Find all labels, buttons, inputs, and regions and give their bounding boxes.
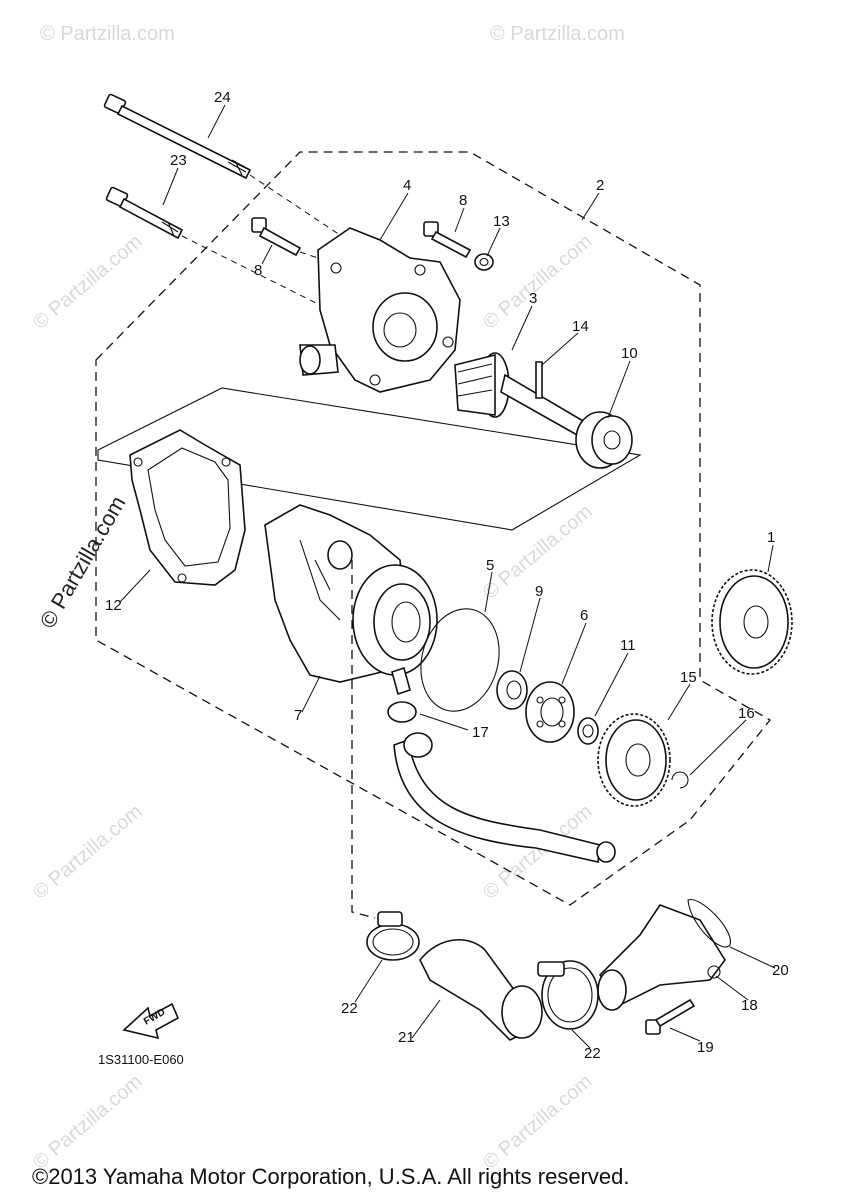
callouts: 24 23 4 8 13 2 8 3 14 10 1 5 9 12 6 11 1… xyxy=(105,89,789,1062)
callout-17: 17 xyxy=(472,724,489,741)
callout-9: 9 xyxy=(535,583,543,600)
callout-5: 5 xyxy=(486,557,494,574)
diagram-code: 1S31100-E060 xyxy=(98,1052,184,1067)
impeller-shaft-3 xyxy=(454,352,591,442)
bolt-8a xyxy=(251,217,331,263)
watermark: © Partzilla.com xyxy=(29,1070,146,1173)
washer-13 xyxy=(474,253,494,271)
assembly-outline xyxy=(95,151,771,906)
fitting-18 xyxy=(597,904,726,1011)
callout-8a: 8 xyxy=(254,262,262,279)
callout-8b: 8 xyxy=(459,192,467,209)
callout-10: 10 xyxy=(621,345,638,362)
watermark: © Partzilla.com xyxy=(29,800,146,903)
water-pipe xyxy=(393,732,616,863)
o-ring-5 xyxy=(420,608,500,712)
seal-10 xyxy=(575,411,633,469)
pump-cover-4 xyxy=(299,227,461,393)
watermark: © Partzilla.com xyxy=(29,230,146,333)
callout-20: 20 xyxy=(772,962,789,979)
callout-22a: 22 xyxy=(341,1000,358,1017)
clamp-22b xyxy=(537,960,599,1030)
gear-1 xyxy=(711,569,793,675)
callout-2: 2 xyxy=(596,177,604,194)
hose-21 xyxy=(419,939,543,1041)
watermark: © Partzilla.com xyxy=(479,1070,596,1173)
clip-16 xyxy=(671,771,689,789)
callout-19: 19 xyxy=(697,1039,714,1056)
gasket-12 xyxy=(129,429,246,586)
o-ring-20 xyxy=(687,899,731,948)
fwd-arrow: FWD xyxy=(122,1002,180,1040)
callout-7: 7 xyxy=(294,707,302,724)
callout-4: 4 xyxy=(403,177,411,194)
clamp-17 xyxy=(387,701,417,723)
callout-15: 15 xyxy=(680,669,697,686)
bearing-6 xyxy=(525,681,575,743)
callout-11: 11 xyxy=(620,637,636,654)
gasket-group-outline xyxy=(97,387,642,531)
bolt-19 xyxy=(645,998,696,1035)
callout-1: 1 xyxy=(767,529,775,546)
callout-14: 14 xyxy=(572,318,589,335)
washer-11 xyxy=(577,717,599,745)
copyright-notice: ©2013 Yamaha Motor Corporation, U.S.A. A… xyxy=(32,1164,629,1189)
routing-line xyxy=(351,560,376,919)
pump-housing-7 xyxy=(264,504,438,696)
leader-lines xyxy=(119,104,776,1049)
bolt-23 xyxy=(105,186,331,311)
callout-22b: 22 xyxy=(584,1045,601,1062)
watermark: © Partzilla.com xyxy=(490,23,625,45)
watermark: © Partzilla.com xyxy=(40,23,175,45)
callout-3: 3 xyxy=(529,290,537,307)
pin-14 xyxy=(535,361,543,399)
gear-15 xyxy=(597,713,671,807)
callout-24: 24 xyxy=(214,89,231,106)
callout-13: 13 xyxy=(493,213,510,230)
callout-23: 23 xyxy=(170,152,187,169)
callout-18: 18 xyxy=(741,997,758,1014)
callout-12: 12 xyxy=(105,597,122,614)
clamp-22a xyxy=(366,911,420,961)
callout-16: 16 xyxy=(738,705,755,722)
bolt-8b xyxy=(423,221,472,259)
bearing-9 xyxy=(496,670,528,710)
callout-21: 21 xyxy=(398,1029,415,1046)
callout-6: 6 xyxy=(580,607,588,624)
